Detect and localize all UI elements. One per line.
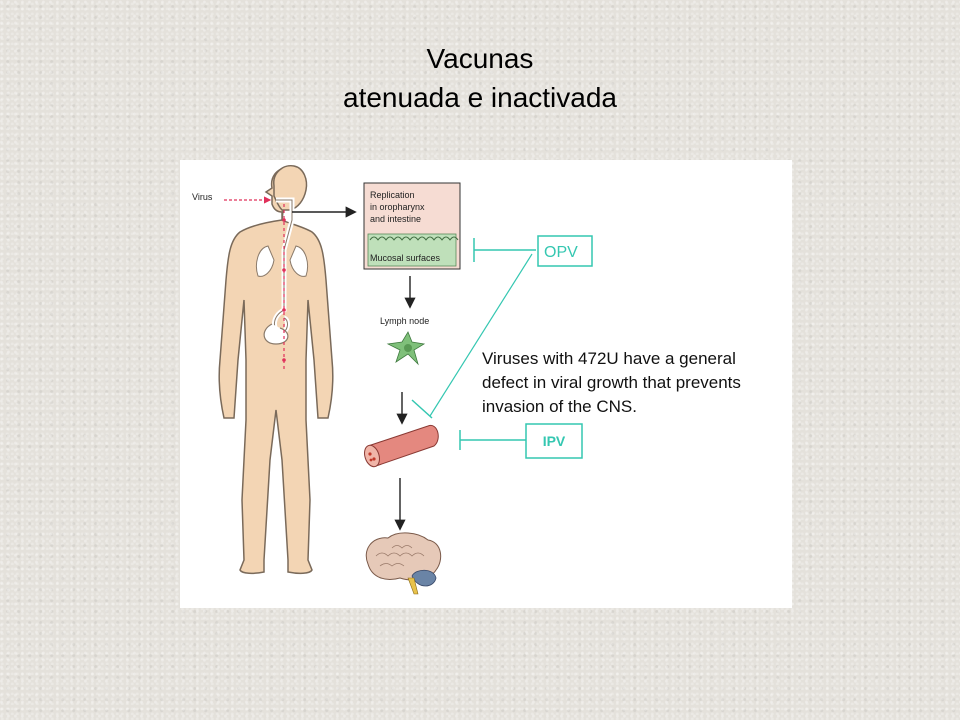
intestine: [263, 323, 289, 345]
blood-vessel: [364, 424, 439, 468]
replication-line-2: in oropharynx: [370, 202, 425, 212]
opv-vessel-bar: [411, 399, 433, 419]
replication-line-3: and intestine: [370, 214, 421, 224]
poliovirus-pathway-diagram: Virus Replication in oropharynx and inte…: [192, 164, 741, 595]
statement-line-1: Viruses with 472U have a general: [482, 349, 736, 368]
cerebellum: [411, 569, 437, 587]
left-lung: [255, 245, 275, 277]
replication-box: Replication in oropharynx and intestine …: [363, 182, 461, 270]
lymph-node-label: Lymph node: [380, 316, 429, 326]
slide-subtitle: atenuada e inactivada: [343, 82, 617, 113]
virus-label: Virus: [192, 192, 213, 202]
diagram-panel: Virus Replication in oropharynx and inte…: [180, 160, 792, 608]
opv-label: OPV: [544, 244, 578, 261]
ipv-box: [525, 423, 583, 459]
right-lung: [289, 245, 309, 277]
ipv-label: IPV: [543, 433, 566, 449]
mucosa-villi: [369, 236, 459, 241]
human-body-figure: [218, 164, 334, 575]
statement-line-3: invasion of the CNS.: [482, 397, 637, 416]
brain: [365, 532, 442, 595]
lymph-node-cell: [386, 331, 426, 366]
slide-title: Vacunas: [426, 43, 534, 74]
replication-line-1: Replication: [370, 190, 415, 200]
opv-to-vessel-line: [429, 253, 533, 417]
opv-box: [537, 235, 593, 267]
brainstem: [407, 577, 419, 595]
statement-line-2: defect in viral growth that prevents: [482, 373, 741, 392]
body-outline: [218, 167, 334, 575]
mucosal-label: Mucosal surfaces: [370, 253, 441, 263]
